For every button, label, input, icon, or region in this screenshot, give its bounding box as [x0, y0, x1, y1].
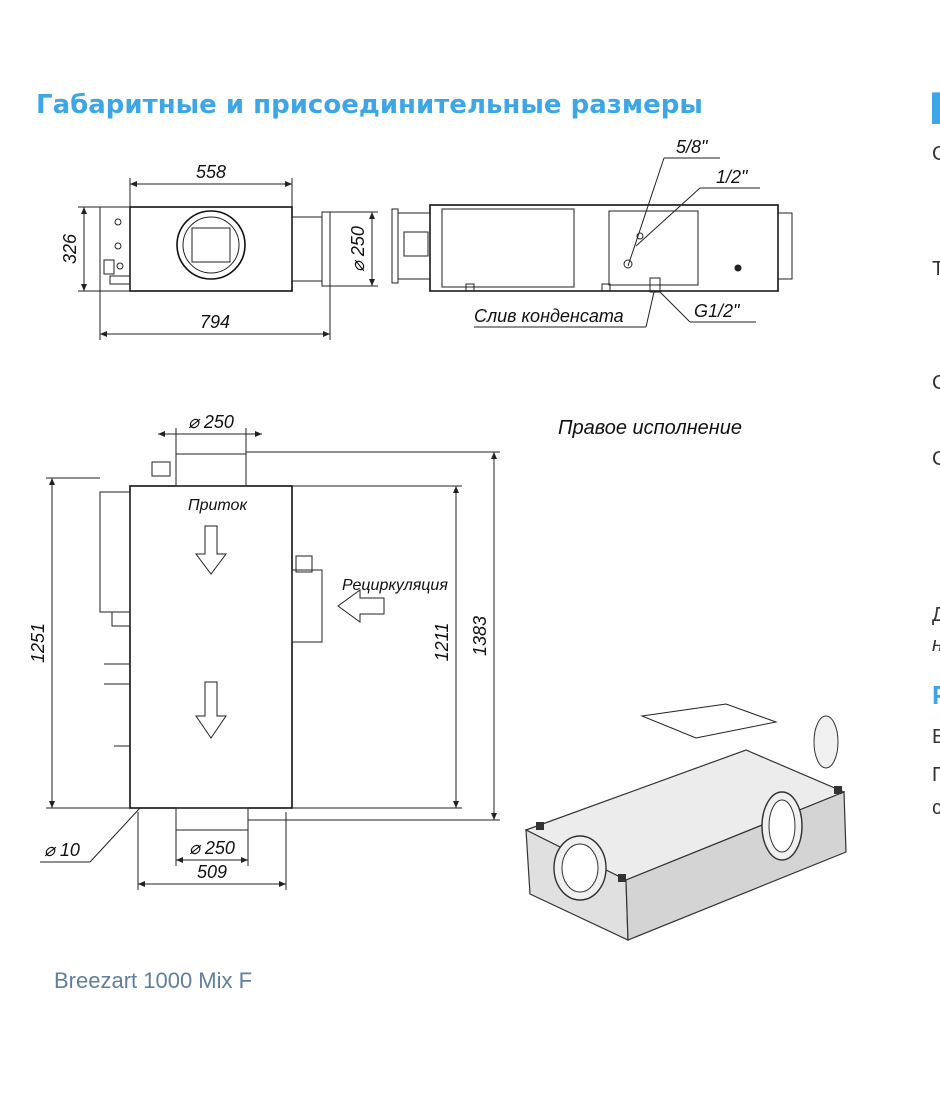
recirculation-arrow [337, 589, 385, 623]
bottom-width-text: 509 [197, 862, 227, 882]
right-column-text-stub: Т [932, 258, 940, 280]
top-view-side-panel [99, 206, 131, 292]
recirculation-spigot [291, 569, 323, 643]
front-view-bottom-spigot [175, 807, 249, 831]
right-column-heading-stub: ▌ [932, 92, 940, 123]
right-column-text-stub: н [932, 634, 940, 657]
dim-overall-text: 794 [200, 312, 230, 332]
top-view-port-flange [176, 210, 246, 280]
bottom-diameter-text: ⌀ 250 [189, 838, 235, 858]
side-view-panel-left [441, 208, 575, 288]
supply-arrow [195, 525, 227, 575]
front-view-drawing: Правое исполнение Приток Рециркуляция ⌀ … [28, 412, 742, 890]
right-column-text-stub: С [932, 143, 940, 165]
iso-top-port [813, 715, 839, 769]
front-view-body [129, 485, 293, 809]
isometric-view [524, 703, 847, 941]
front-view-top-spigot [175, 453, 247, 487]
top-view-spigot [291, 216, 323, 282]
right-column-text-stub: с [932, 797, 940, 819]
right-column-text-stub: П [932, 764, 940, 786]
side-view-drawing: 5/8" 1/2" Слив конденсата G1/2" [391, 137, 793, 328]
hole-diameter-text: ⌀ 10 [44, 840, 80, 860]
flow-arrow [195, 681, 227, 739]
technical-drawing: 558 326 794 ⌀ 250 [28, 137, 847, 941]
drain-fitting [649, 277, 661, 293]
drain-label: Слив конденсата [474, 306, 624, 326]
top-view-drawing: 558 326 794 ⌀ 250 [60, 162, 378, 340]
side-view-panel-right [608, 210, 699, 286]
dim-height-text: 326 [60, 233, 80, 264]
overall-height-text: 1383 [470, 616, 490, 656]
right-column-text-stub: В [932, 726, 940, 748]
right-column-text-stub: С [932, 372, 940, 394]
inner-height-text: 1211 [432, 623, 452, 662]
thread-label: G1/2" [694, 301, 741, 321]
page-heading: Габаритные и присоединительные размеры [36, 90, 703, 120]
top-view-port [182, 216, 240, 274]
top-diameter-text: ⌀ 250 [188, 412, 234, 432]
side-view-right-spigot [777, 212, 793, 280]
recirculation-label: Рециркуляция [342, 577, 448, 594]
right-column-text-stub: Д [932, 604, 940, 626]
front-view-side-box [99, 491, 131, 613]
side-view-left-spigot [397, 212, 431, 280]
supply-label: Приток [188, 497, 248, 514]
right-column-subheading-stub: Р [932, 680, 940, 711]
dim-width-text: 558 [196, 162, 226, 182]
left-height-text: 1251 [28, 623, 48, 663]
dim-diameter-text: ⌀ 250 [348, 226, 368, 272]
side-view-body [429, 204, 779, 292]
model-caption: Breezart 1000 Mix F [54, 968, 253, 993]
front-view-title: Правое исполнение [558, 417, 742, 439]
pipe-5-8-label: 5/8" [676, 137, 709, 157]
pipe-1-2-label: 1/2" [716, 167, 749, 187]
right-column-text-stub: С [932, 448, 940, 470]
